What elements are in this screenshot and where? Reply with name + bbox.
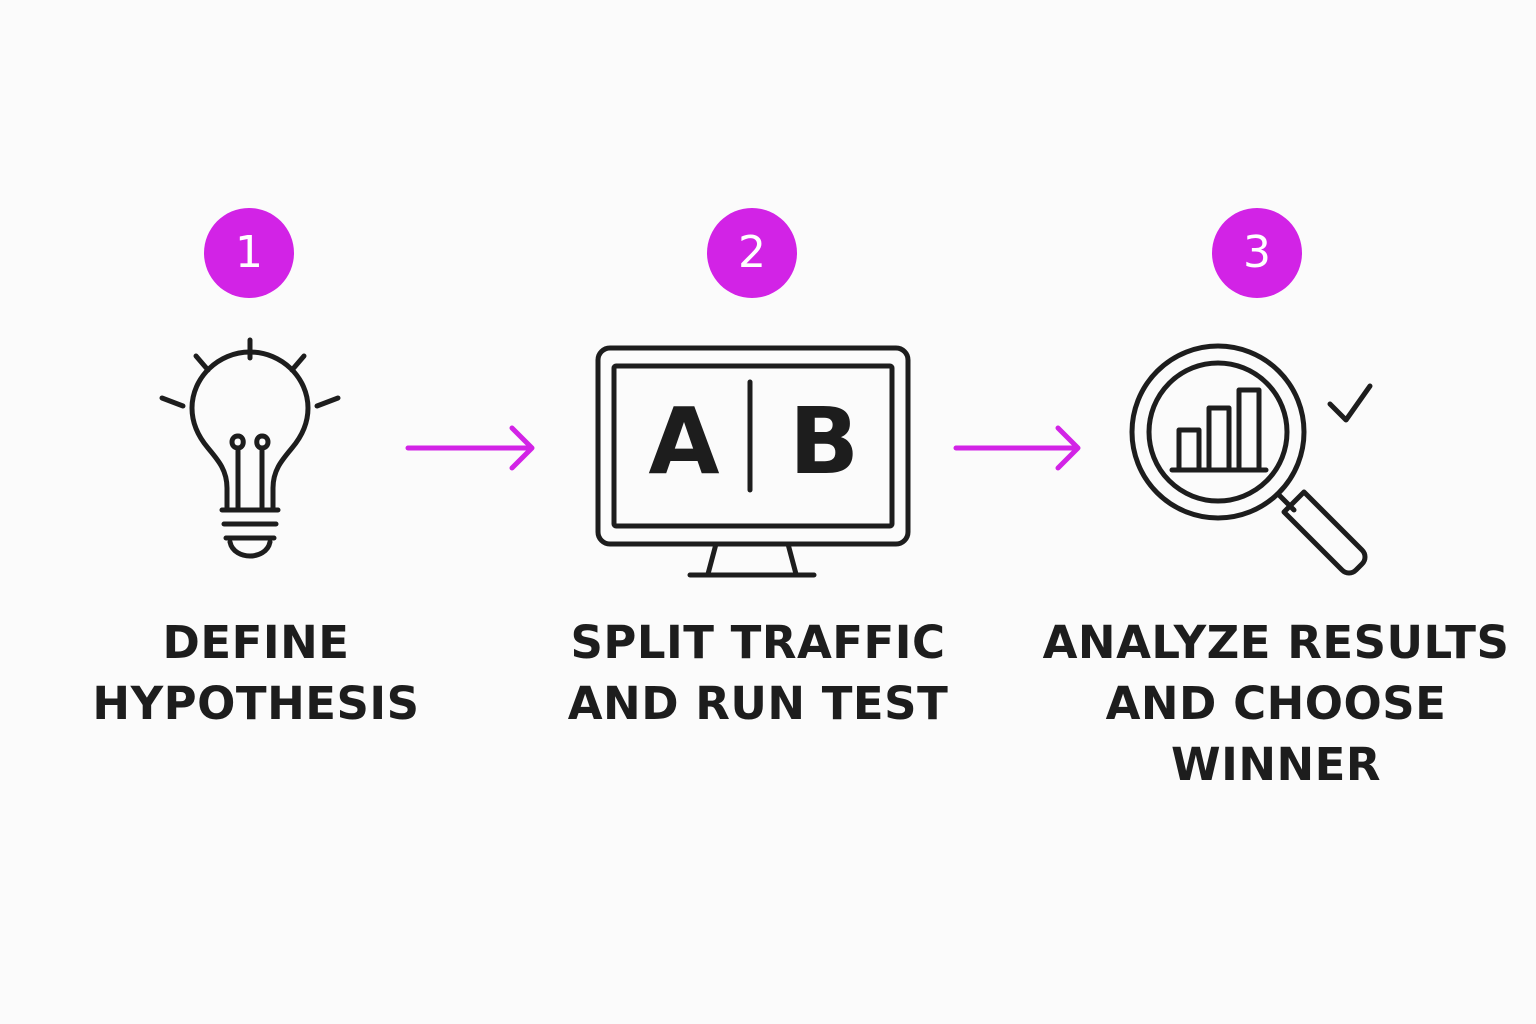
lightbulb-icon	[159, 337, 341, 559]
step-1-label-line-1: DEFINE	[162, 616, 350, 669]
step-2-label-line-2: AND RUN TEST	[567, 677, 949, 730]
variant-b-label: B	[789, 388, 859, 495]
step-3-label-line-1: ANALYZE RESULTS	[1042, 616, 1510, 669]
check-icon	[1327, 383, 1373, 423]
step-1-label: DEFINE HYPOTHESIS	[56, 612, 456, 734]
monitor-ab-icon: A B	[595, 345, 911, 578]
step-2-number-badge: 2	[707, 208, 797, 298]
step-3-number-badge: 3	[1212, 208, 1302, 298]
step-2-label-line-1: SPLIT TRAFFIC	[570, 616, 946, 669]
step-3-label-line-2: AND CHOOSE	[1105, 677, 1447, 730]
arrow-right-icon	[953, 425, 1081, 471]
step-3-label-line-3: WINNER	[1170, 738, 1382, 791]
step-1-label-line-2: HYPOTHESIS	[92, 677, 420, 730]
step-1-number-badge: 1	[204, 208, 294, 298]
arrow-right-icon	[405, 425, 535, 471]
step-2-label: SPLIT TRAFFIC AND RUN TEST	[548, 612, 968, 734]
variant-a-label: A	[648, 388, 719, 495]
magnifier-chart-icon	[1129, 343, 1373, 576]
step-3-label: ANALYZE RESULTS AND CHOOSE WINNER	[1036, 612, 1516, 795]
